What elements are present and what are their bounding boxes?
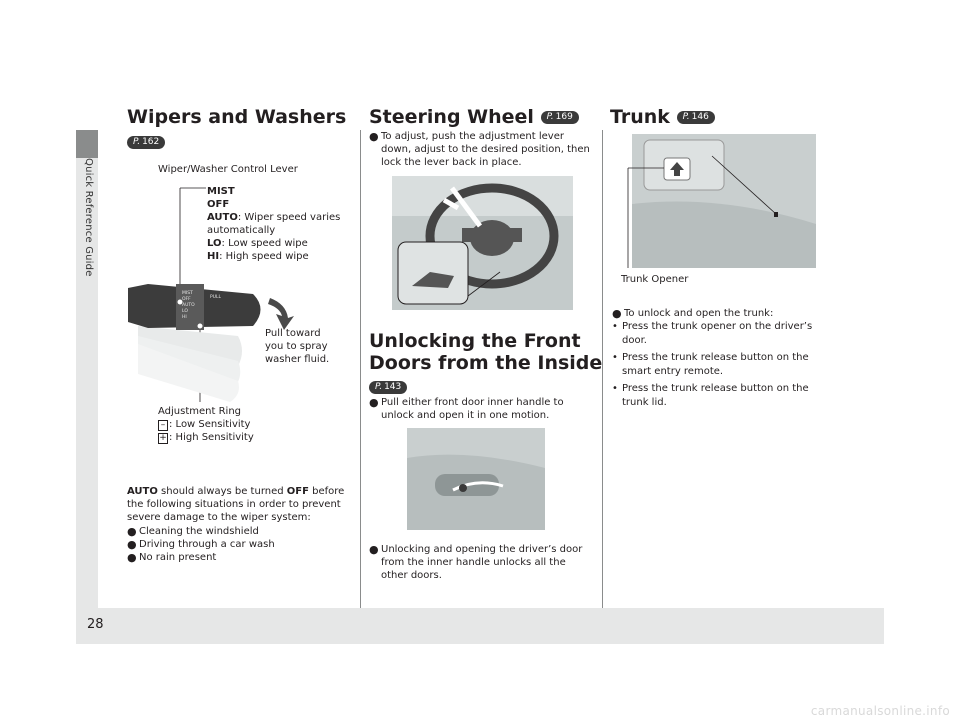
lever-caption: Wiper/Washer Control Lever	[158, 164, 298, 175]
auto-note-bullets: ●Cleaning the windshield ●Driving throug…	[127, 525, 355, 564]
door-handle-photo	[407, 428, 545, 530]
trunk-opener-photo	[627, 134, 816, 268]
doors-ref-link[interactable]: P.143	[369, 377, 408, 396]
mode-hi: HI: High speed wipe	[207, 251, 309, 262]
adjustment-plus: +: High Sensitivity	[158, 432, 254, 444]
list-item: ●To unlock and open the trunk:	[612, 307, 774, 320]
sidebar-tab-marker	[76, 130, 98, 158]
mode-mist: MIST	[207, 186, 235, 197]
doors-instructions-2: ● Unlocking and opening the driver’s doo…	[369, 543, 597, 582]
steering-ref-link[interactable]: P.169	[540, 111, 579, 124]
list-item: ● To adjust, push the adjustment lever d…	[369, 130, 590, 168]
mode-auto-cont: automatically	[207, 225, 276, 236]
watermark: carmanualsonline.info	[810, 704, 950, 718]
lever-mark: LO	[182, 308, 188, 314]
wipers-title: Wipers and Washers	[127, 106, 347, 128]
doors-instructions-1: ● Pull either front door inner handle to…	[369, 396, 597, 422]
trunk-ref-link[interactable]: P.146	[676, 111, 715, 124]
trunk-open-icon	[670, 162, 684, 176]
adjustment-ring-callout: Adjustment Ring –: Low Sensitivity +: Hi…	[158, 405, 254, 444]
trunk-title: Trunk	[610, 106, 670, 128]
list-item: ● Pull either front door inner handle to…	[369, 396, 564, 421]
pull-toward-text: Pull toward you to spray washer fluid.	[265, 328, 330, 365]
steering-wheel-photo	[392, 176, 573, 310]
minus-icon: –	[158, 420, 168, 431]
adjust-arrow-icon	[442, 186, 483, 228]
lever-mark: OFF	[182, 296, 191, 302]
footer-band	[76, 608, 884, 644]
plus-icon: +	[158, 433, 168, 444]
trunk-opener-label: Trunk Opener	[621, 274, 689, 285]
wiper-modes: MIST OFF AUTO: Wiper speed varies automa…	[207, 185, 340, 263]
column-divider	[360, 130, 361, 608]
trunk-heading: Trunk P.146	[610, 106, 715, 128]
steering-title: Steering Wheel	[369, 106, 534, 128]
doors-title-line2: Doors from the Inside	[369, 352, 603, 374]
sidebar-label: Quick Reference Guide	[83, 158, 94, 277]
page-number: 28	[87, 617, 104, 632]
lever-mark: HI	[182, 314, 187, 320]
column-divider	[602, 130, 603, 608]
list-item: ●No rain present	[127, 551, 217, 564]
trunk-instructions: ●To unlock and open the trunk: • Press t…	[612, 307, 857, 410]
page-ref-badge[interactable]: P.143	[369, 381, 408, 394]
list-item: ●Cleaning the windshield	[127, 525, 259, 538]
list-item: ● Unlocking and opening the driver’s doo…	[369, 543, 583, 581]
mode-lo: LO: Low speed wipe	[207, 238, 308, 249]
doors-title-line1: Unlocking the Front	[369, 330, 581, 352]
mode-off: OFF	[207, 199, 230, 210]
pull-arrow-icon	[268, 298, 294, 330]
wipers-ref-link[interactable]: P.162	[127, 132, 166, 151]
doors-heading: Unlocking the Front Doors from the Insid…	[369, 330, 602, 374]
sub-list-item: • Press the trunk opener on the driver’s…	[612, 321, 813, 346]
steering-instructions: ● To adjust, push the adjustment lever d…	[369, 130, 597, 169]
sidebar-band	[76, 130, 98, 608]
lever-mark: AUTO	[182, 302, 195, 308]
pull-arrow-icon	[452, 481, 504, 492]
adjustment-ring-title: Adjustment Ring	[158, 406, 242, 417]
lever-mark: PULL	[210, 294, 222, 300]
list-item: ●Driving through a car wash	[127, 538, 275, 551]
wipers-heading: Wipers and Washers	[127, 106, 346, 128]
adjustment-minus: –: Low Sensitivity	[158, 418, 254, 431]
page-ref-badge[interactable]: P.162	[127, 136, 166, 149]
wiper-lever-illustration: MIST OFF AUTO LO HI PULL	[128, 187, 294, 402]
mode-auto: AUTO: Wiper speed varies	[207, 212, 341, 223]
lever-mark: MIST	[182, 290, 193, 296]
auto-note: AUTO should always be turned OFF before …	[127, 486, 345, 523]
steering-heading: Steering Wheel P.169	[369, 106, 579, 128]
